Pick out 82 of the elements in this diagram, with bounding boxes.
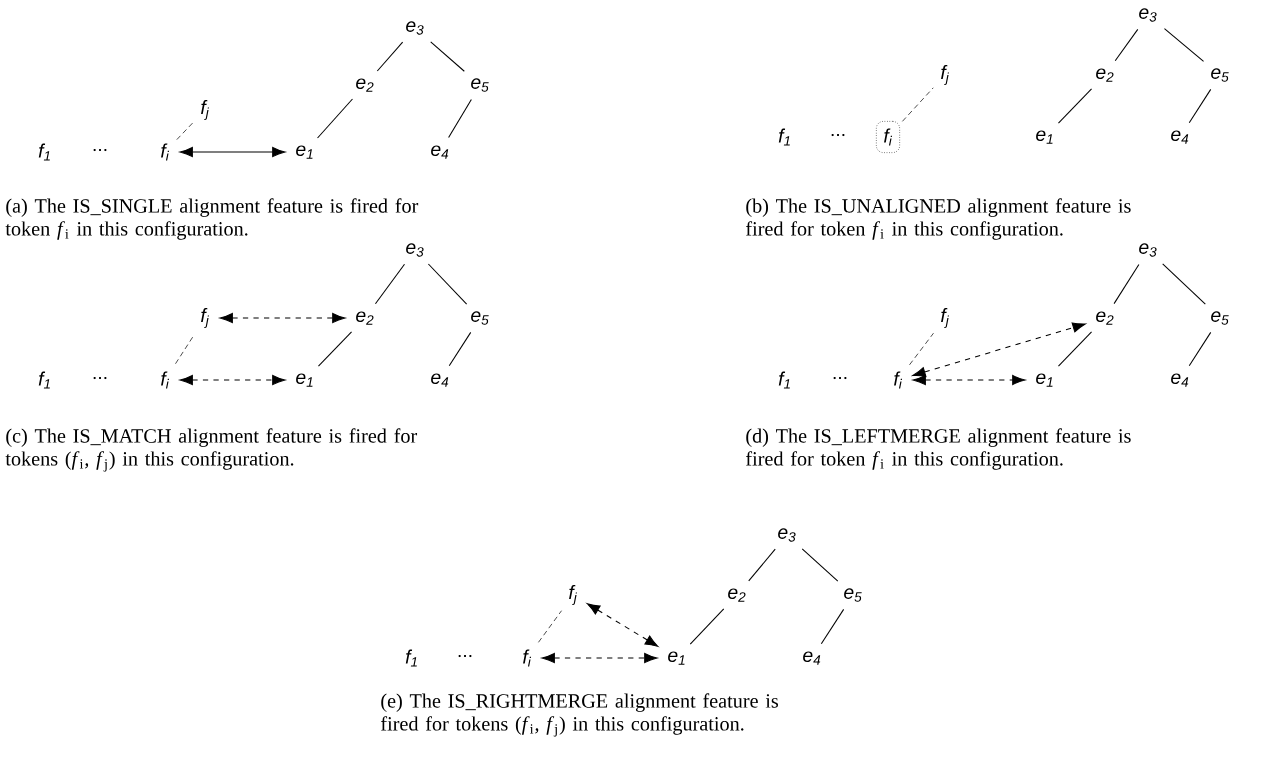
caption: (c) The IS_MATCH alignment feature is fired for tokens (f$_{i}$, f$_{j}$) in this configuration. (5, 428, 418, 472)
tree-branch (1114, 28, 1139, 62)
dotted-line (176, 122, 194, 140)
token-label: e$_{1}$ (1036, 130, 1053, 144)
token-label: f$_{j}$ (941, 308, 950, 328)
arrow (912, 322, 1086, 377)
tree-branch (448, 331, 472, 367)
ellipsis: ... (93, 148, 107, 152)
ellipsis: ... (93, 376, 107, 380)
tree-branch (748, 548, 776, 582)
token-label: e$_{4}$ (803, 651, 821, 665)
token-label: e$_{3}$ (406, 243, 424, 257)
tree-branch (820, 608, 845, 645)
token-label: e$_{5}$ (1211, 68, 1229, 82)
token-label: f$_{i}$ (161, 371, 170, 389)
token-label: e$_{2}$ (356, 78, 374, 92)
arrow (219, 312, 346, 324)
caption: (e) The IS_RIGHTMERGE alignment feature is fired for tokens (f$_{i}$, f$_{j}$) in this configuration. (381, 693, 779, 737)
tree-branch (427, 263, 468, 305)
token-label: f$_{j}$ (941, 65, 950, 85)
token-label: e$_{4}$ (431, 373, 449, 387)
token-label: e$_{4}$ (1171, 373, 1189, 387)
token-label: e$_{2}$ (1096, 68, 1114, 82)
tree-branch (448, 98, 472, 139)
token-label: f$_{1}$ (405, 649, 417, 667)
tree-branch (317, 98, 353, 139)
arrow (179, 374, 286, 386)
token-label: f$_{j}$ (201, 100, 210, 120)
token-box: f$_{i}$ (876, 121, 900, 153)
token-label: e$_{5}$ (471, 311, 489, 325)
tree-branch (1188, 88, 1212, 124)
token-label: f$_{1}$ (38, 371, 50, 389)
tree-branch (1162, 263, 1206, 305)
dotted-line (909, 332, 934, 366)
arrow (586, 603, 659, 647)
token-label: e$_{3}$ (778, 528, 796, 542)
token-label: e$_{1}$ (668, 651, 685, 665)
token-label: e$_{4}$ (1171, 130, 1189, 144)
tree-branch (430, 41, 465, 72)
tree-branch (1188, 331, 1212, 367)
ellipsis: ... (831, 133, 845, 137)
tree-branch (1057, 88, 1093, 124)
ellipsis: ... (833, 376, 847, 380)
token-label: f$_{j}$ (569, 585, 578, 605)
tree-branch (1057, 331, 1093, 367)
token-label: e$_{5}$ (1211, 311, 1229, 325)
dotted-line (538, 610, 562, 643)
tree-branch (1113, 263, 1140, 305)
token-label: f$_{i}$ (894, 371, 903, 389)
arrow (912, 374, 1026, 386)
token-label: e$_{2}$ (728, 588, 746, 602)
token-label: f$_{i}$ (161, 143, 170, 161)
tree-branch (374, 263, 406, 305)
token-label: e$_{1}$ (296, 145, 313, 159)
token-label: e$_{2}$ (356, 311, 374, 325)
dotted-line (175, 335, 195, 365)
token-label: e$_{5}$ (471, 78, 489, 92)
caption: (d) The IS_LEFTMERGE alignment feature is fired for token f$_{i}$ in this configuration. (746, 428, 1131, 470)
token-label: f$_{i}$ (523, 649, 532, 667)
token-label: e$_{3}$ (406, 21, 424, 35)
token-label: e$_{5}$ (844, 588, 862, 602)
arrow (541, 652, 658, 664)
token-label: e$_{1}$ (1036, 373, 1053, 387)
caption: (a) The IS_SINGLE alignment feature is fired for token f$_{i}$ in this configuration. (5, 198, 419, 240)
token-label: e$_{4}$ (431, 145, 449, 159)
tree-branch (376, 41, 404, 72)
dotted-line (902, 87, 934, 122)
token-label: f$_{1}$ (778, 128, 790, 146)
tree-branch (801, 548, 839, 582)
token-label: e$_{3}$ (1139, 8, 1157, 22)
token-label: f$_{j}$ (201, 308, 210, 328)
token-label: f$_{1}$ (778, 371, 790, 389)
token-label: f$_{1}$ (38, 143, 50, 161)
token-label: e$_{1}$ (296, 373, 313, 387)
ellipsis: ... (458, 655, 472, 658)
arrow (179, 146, 286, 158)
tree-branch (689, 608, 725, 645)
token-label: e$_{3}$ (1139, 243, 1157, 257)
tree-branch (317, 331, 353, 367)
tree-branch (1163, 28, 1205, 62)
token-label: e$_{2}$ (1096, 311, 1114, 325)
caption: (b) The IS_UNALIGNED alignment feature is fired for token f$_{i}$ in this configuration. (746, 198, 1131, 240)
